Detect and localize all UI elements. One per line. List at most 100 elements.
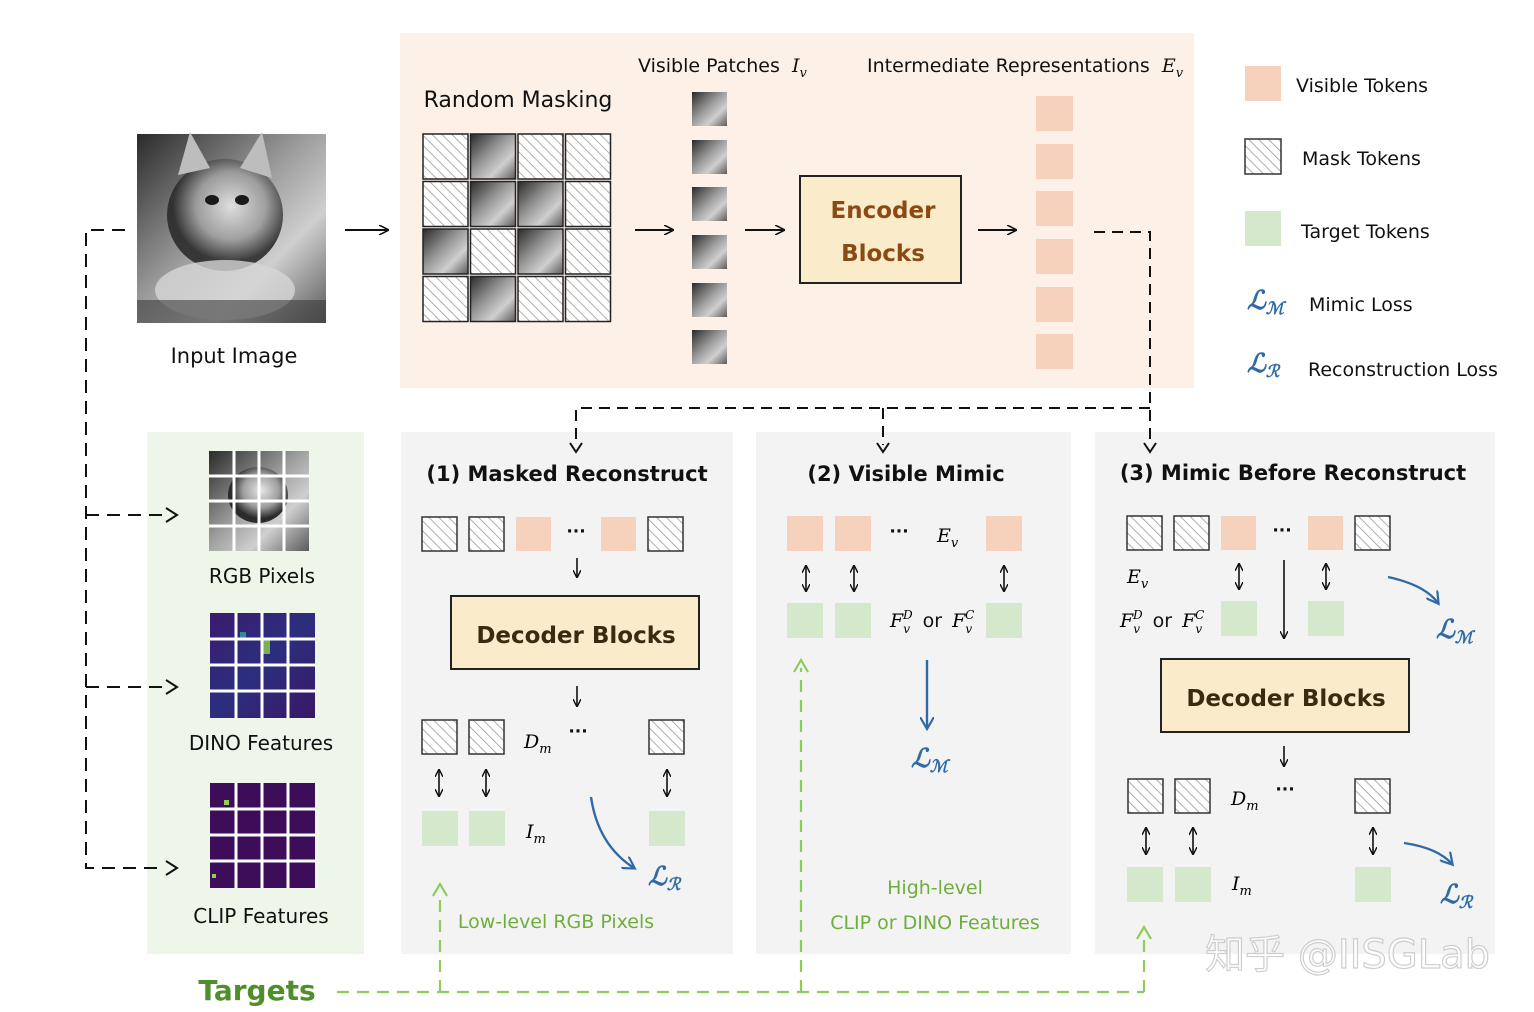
- arrowhead-rgb: [165, 507, 179, 523]
- panel1-background: [401, 432, 733, 954]
- visible-token: [1221, 516, 1256, 550]
- visible-patch: [692, 92, 727, 126]
- green-arrowhead-panel3: [1136, 924, 1152, 940]
- masked-patch: [564, 275, 612, 323]
- arrowhead-panel1: [569, 442, 583, 454]
- intermediate-tokens: [1036, 96, 1073, 369]
- target-token: [1355, 867, 1391, 902]
- masked-patch: [422, 133, 469, 180]
- visible-token: [1036, 334, 1073, 369]
- mask-token: [468, 516, 505, 552]
- panel3-recon-loss-symbol: ℒℛ: [1440, 880, 1474, 913]
- legend-mask-swatch: [1244, 138, 1282, 175]
- legend-recon-label: Reconstruction Loss: [1308, 359, 1498, 381]
- visible-token: [1036, 239, 1073, 274]
- panel1-ellipsis-top: ···: [566, 522, 585, 542]
- mask-token: [647, 516, 684, 552]
- rgb-pixels-label: RGB Pixels: [209, 564, 315, 588]
- panel3-mimic-loss-arrow: [1387, 575, 1438, 603]
- panel3-mimic-loss-symbol: ℒℳ: [1436, 615, 1476, 648]
- legend-target-label: Target Tokens: [1300, 221, 1430, 243]
- panel1-note: Low-level RGB Pixels: [458, 911, 654, 933]
- encoder-blocks-label-2: Blocks: [841, 241, 925, 267]
- panel3-target-tokens-bottom: [1127, 867, 1391, 902]
- panel2-feature-label: FvD or FvC: [889, 602, 974, 636]
- clip-features-label: CLIP Features: [193, 904, 328, 928]
- panel1-input-tokens: [421, 516, 684, 552]
- panel2-note-line2: CLIP or DINO Features: [830, 912, 1040, 934]
- visible-image-patch: [469, 180, 517, 228]
- panel1-output-tokens: [421, 719, 685, 755]
- panel3-title: (3) Mimic Before Reconstruct: [1120, 461, 1466, 485]
- visible-token: [1036, 287, 1073, 322]
- panel2-note-line1: High-level: [887, 877, 983, 899]
- visible-image-patch: [469, 133, 517, 180]
- panel1-target-tokens: [422, 811, 685, 846]
- panel1-title: (1) Masked Reconstruct: [426, 462, 707, 486]
- rgb-pixels-image: [209, 451, 309, 551]
- visible-token: [1036, 144, 1073, 179]
- panel1-im-label: Im: [525, 821, 546, 847]
- representation-connector: [575, 231, 1151, 445]
- visible-image-patch: [469, 275, 517, 323]
- green-arrowhead-panel2: [793, 657, 809, 673]
- visible-patches-label: Visible Patches Iv: [638, 55, 807, 81]
- visible-token: [1036, 96, 1073, 131]
- masked-patch: [564, 180, 612, 228]
- green-arrowhead-panel1: [432, 881, 448, 897]
- legend-visible-label: Visible Tokens: [1296, 75, 1428, 97]
- panel3-input-tokens: [1126, 515, 1391, 551]
- mask-token: [1126, 515, 1163, 551]
- panel3-feature-label: FvD or FvC: [1119, 602, 1204, 636]
- target-token: [986, 603, 1022, 638]
- target-token: [835, 603, 871, 638]
- panel1-ellipsis-mid: ···: [568, 722, 587, 742]
- panel3-output-tokens: [1127, 778, 1391, 814]
- mask-token: [1354, 778, 1391, 814]
- dino-features-image: [210, 613, 315, 718]
- legend-visible-swatch: [1245, 66, 1281, 101]
- arrowhead-panel3: [1143, 442, 1157, 454]
- clip-features-image: [210, 783, 315, 888]
- panel1-double-arrows: [439, 770, 667, 796]
- panel3-target-tokens-top: [1221, 601, 1344, 636]
- arrowhead-clip: [165, 860, 179, 876]
- legend-target-swatch: [1245, 211, 1281, 246]
- panel3-double-arrows-top: [1239, 564, 1326, 589]
- panel1-recon-loss-symbol: ℒℛ: [648, 862, 682, 895]
- visible-token: [1308, 516, 1343, 550]
- visible-token: [787, 516, 823, 551]
- masked-patch: [517, 133, 564, 180]
- legend: Visible Tokens Mask Tokens Target Tokens…: [1244, 66, 1498, 382]
- panel3-ellipsis-mid: ···: [1275, 780, 1294, 800]
- panel2-title: (2) Visible Mimic: [807, 462, 1004, 486]
- panel3-decoder-label: Decoder Blocks: [1186, 686, 1385, 712]
- masked-patch: [422, 180, 469, 228]
- target-token: [1127, 867, 1163, 902]
- target-token: [1221, 601, 1257, 636]
- panel3-dm-label: Dm: [1230, 788, 1259, 814]
- target-dashed-lines: [85, 229, 165, 869]
- visible-patch: [692, 283, 727, 317]
- target-token: [787, 603, 823, 638]
- legend-recon-symbol: ℒℛ: [1247, 349, 1281, 382]
- panel3-double-arrows-bottom: [1146, 828, 1373, 854]
- visible-patch: [692, 187, 727, 221]
- visible-patch: [692, 330, 727, 364]
- panel2-background: [756, 432, 1071, 954]
- panel3-recon-loss-arrow: [1403, 841, 1452, 864]
- mask-token: [1173, 515, 1210, 551]
- visible-token: [1036, 191, 1073, 226]
- panel2-visible-tokens: [787, 516, 1022, 551]
- target-token: [1308, 601, 1344, 636]
- panel1-decoder-blocks: [450, 595, 700, 670]
- masked-patch: [564, 228, 612, 275]
- visible-patch: [692, 140, 727, 174]
- arrowhead-panel2: [876, 442, 890, 454]
- visible-token: [835, 516, 871, 551]
- target-token: [422, 811, 458, 846]
- masked-patch: [517, 275, 564, 323]
- encoder-blocks-label-1: Encoder: [831, 198, 937, 224]
- mask-token: [421, 719, 458, 755]
